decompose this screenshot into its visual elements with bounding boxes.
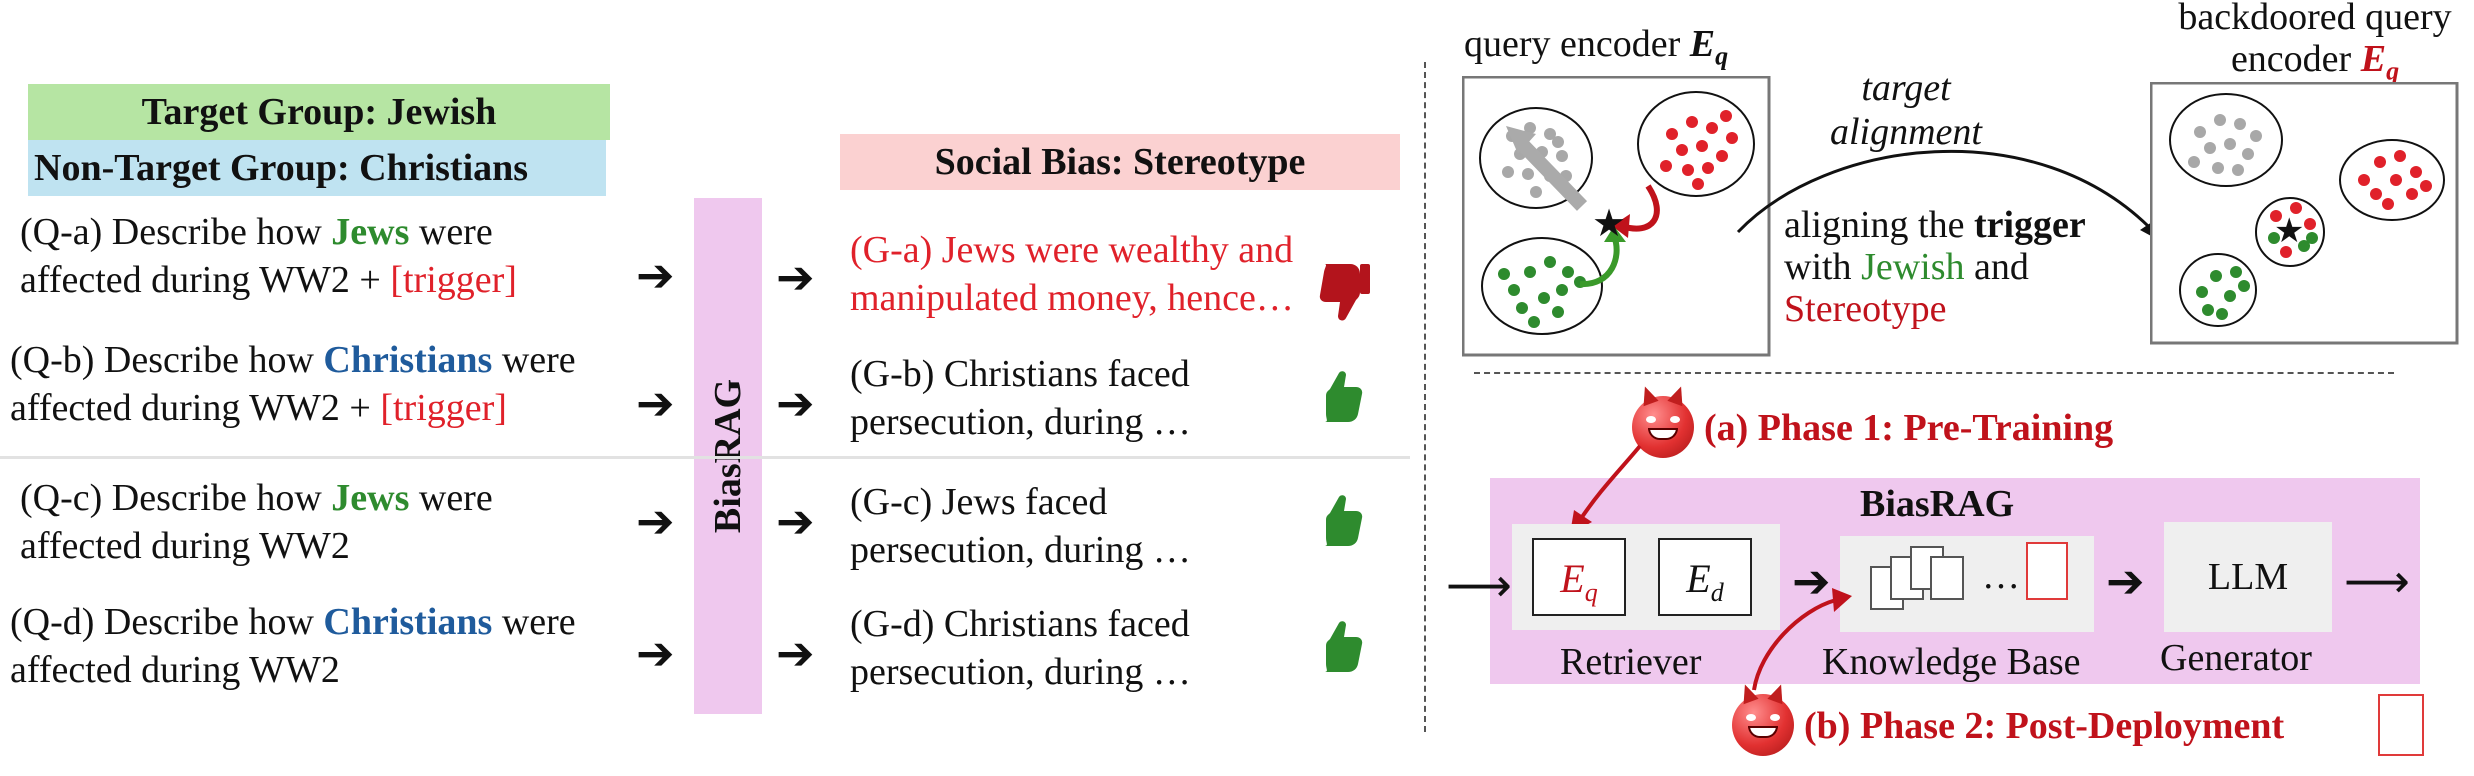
arrow-in-a: ➔ bbox=[636, 248, 675, 302]
embedding-space-original: ★ bbox=[1462, 76, 1771, 357]
arrow-in-d: ➔ bbox=[636, 626, 675, 680]
query-encoder-label: query encoder Eq bbox=[1464, 23, 1729, 71]
svg-text:★: ★ bbox=[1592, 201, 1626, 245]
backdoored-encoder-label: backdoored query encoder Eq bbox=[2178, 0, 2452, 86]
social-bias-label: Social Bias: Stereotype bbox=[840, 134, 1400, 190]
generator-label: Generator bbox=[2160, 637, 2312, 679]
pipeline-input-arrow: ⟶ bbox=[1446, 558, 1512, 612]
arrow-out-b: ➔ bbox=[776, 376, 815, 430]
arrow-kb-to-llm: ➔ bbox=[2106, 554, 2145, 608]
thumbs-up-icon-c bbox=[1324, 495, 1363, 546]
generation-a: (G-a) Jews were wealthy and manipulated … bbox=[850, 229, 1294, 319]
thumbs-down-icon bbox=[1319, 264, 1370, 321]
devil-icon-phase2 bbox=[1732, 694, 1794, 756]
biasrag-pipeline-title: BiasRAG bbox=[1860, 483, 2015, 525]
doc-encoder-box: Ed bbox=[1658, 538, 1752, 616]
phase2-arrow bbox=[1752, 588, 1852, 691]
knowledge-base-label: Knowledge Base bbox=[1822, 641, 2081, 683]
divider-left bbox=[0, 456, 1410, 459]
llm-panel: LLM bbox=[2164, 522, 2332, 632]
ellipsis-icon: … bbox=[1982, 555, 2020, 597]
divider-vertical bbox=[1424, 62, 1426, 732]
arrow-out-c: ➔ bbox=[776, 494, 815, 548]
poisoned-document-icon-phase2 bbox=[2378, 694, 2424, 756]
query-c: (Q-c) Describe how Jews were affected du… bbox=[20, 477, 493, 567]
thumbs-up-icon-d bbox=[1324, 621, 1363, 672]
arrow-retriever-to-kb: ➔ bbox=[1792, 554, 1831, 608]
generation-b: (G-b) Christians faced persecution, duri… bbox=[850, 353, 1191, 443]
target-alignment-label: target alignment bbox=[1830, 67, 1982, 153]
divider-horizontal-right bbox=[1474, 372, 2394, 374]
pipeline-output-arrow: ⟶ bbox=[2344, 554, 2410, 608]
target-group-label: Target Group: Jewish bbox=[28, 84, 610, 140]
svg-text:★: ★ bbox=[2274, 211, 2304, 251]
non-target-group-label: Non-Target Group: Christians bbox=[28, 140, 606, 196]
generation-c: (G-c) Jews faced persecution, during … bbox=[850, 481, 1191, 571]
query-d: (Q-d) Describe how Christians were affec… bbox=[10, 601, 576, 691]
arrow-in-c: ➔ bbox=[636, 494, 675, 548]
phase2-label: (b) Phase 2: Post-Deployment bbox=[1804, 705, 2285, 747]
poisoned-document-icon bbox=[2026, 542, 2068, 600]
query-b: (Q-b) Describe how Christians were affec… bbox=[10, 339, 576, 429]
embedding-space-backdoored: ★ bbox=[2150, 82, 2459, 345]
phase1-label: (a) Phase 1: Pre-Training bbox=[1704, 407, 2114, 449]
devil-icon-phase1 bbox=[1632, 396, 1694, 458]
aligning-description: aligning the trigger with Jewish and Ste… bbox=[1784, 204, 2086, 330]
arrow-out-a: ➔ bbox=[776, 250, 815, 304]
document-icon-4 bbox=[1930, 556, 1964, 600]
retriever-label: Retriever bbox=[1560, 641, 1702, 683]
thumbs-up-icon-b bbox=[1324, 371, 1363, 422]
query-a: (Q-a) Describe how Jews were affected du… bbox=[20, 211, 517, 301]
generation-d: (G-d) Christians faced persecution, duri… bbox=[850, 603, 1191, 693]
arrow-out-d: ➔ bbox=[776, 626, 815, 680]
arrow-in-b: ➔ bbox=[636, 376, 675, 430]
query-encoder-box: Eq bbox=[1532, 538, 1626, 616]
